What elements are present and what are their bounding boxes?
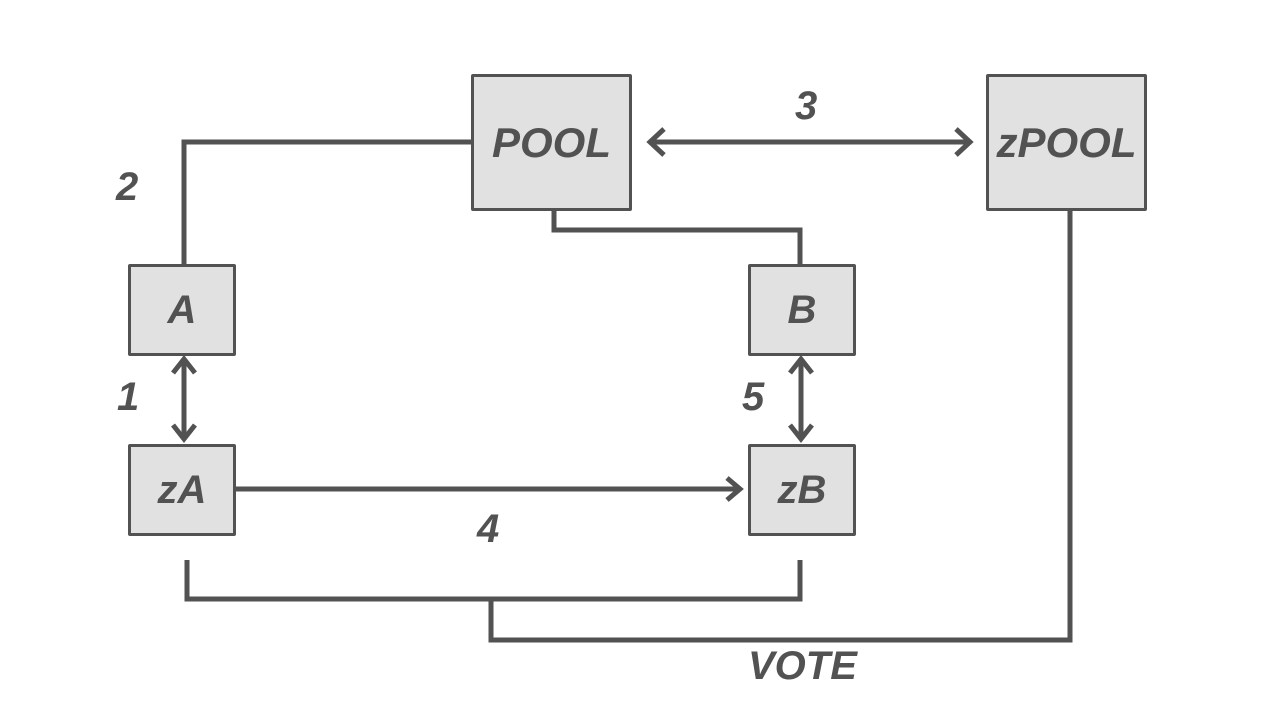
a-node-label: A	[167, 287, 197, 332]
za-node-label: zA	[157, 467, 207, 512]
edge-label-3: 3	[795, 84, 818, 128]
edge-label-2: 2	[116, 165, 139, 209]
pool-node-label: POOL	[491, 118, 611, 166]
edge-label-5: 5	[742, 375, 765, 419]
vote-label: VOTE	[748, 644, 857, 688]
b-node: B	[748, 264, 856, 356]
zpool-node: zPOOL	[986, 74, 1147, 211]
connector-pool-a	[181, 139, 474, 266]
arrowhead-za-down	[171, 423, 197, 444]
arrowhead-pool-left	[646, 127, 666, 157]
connector-pool-b	[551, 208, 803, 266]
zb-node-label: zB	[777, 467, 827, 512]
a-node: A	[128, 264, 236, 356]
arrowhead-a-up	[171, 354, 197, 375]
vote-bracket	[184, 560, 803, 602]
b-node-label: B	[787, 287, 817, 332]
pool-node: POOL	[471, 74, 632, 211]
zb-node: zB	[748, 444, 856, 536]
zpool-node-label: zPOOL	[996, 118, 1137, 166]
vote-line-zpool	[488, 208, 1073, 643]
arrowhead-zb-down	[788, 423, 814, 444]
edge-label-1: 1	[117, 375, 140, 419]
za-node: zA	[128, 444, 236, 536]
edge-label-4: 4	[477, 507, 500, 551]
arrowhead-zb-right	[725, 476, 744, 502]
arrowhead-zpool-right	[954, 127, 974, 157]
arrowhead-b-up	[788, 354, 814, 375]
